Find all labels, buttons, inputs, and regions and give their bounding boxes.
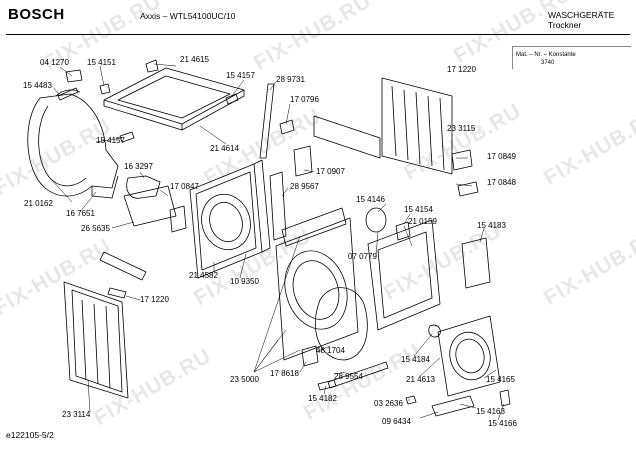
lamp-part	[395, 221, 411, 241]
part-number-label: 15 4146	[356, 195, 385, 204]
part-number-label: 15 4151	[87, 58, 116, 67]
cover-plate-part	[99, 251, 147, 281]
part-number-label: 17 0848	[487, 178, 516, 187]
thermostat-part	[169, 205, 187, 233]
part-number-label: 17 1220	[140, 295, 169, 304]
part-number-label: 21 4582	[189, 271, 218, 280]
back-wall-part	[189, 159, 271, 279]
top-panel-part	[103, 67, 245, 131]
part-number-label: 15 4182	[308, 394, 337, 403]
part-number-label: 21 4613	[406, 375, 435, 384]
part-number-label: 15 4166	[488, 419, 517, 428]
door-seal-part	[314, 287, 368, 361]
part-number-label: 15 4154	[404, 205, 433, 214]
part-number-label: 21 4614	[210, 144, 239, 153]
hinge-part	[145, 59, 159, 73]
strip-part	[107, 287, 127, 299]
hinge-block-part	[461, 237, 491, 289]
part-number-label: 48 1704	[316, 346, 345, 355]
part-number-label: 17 0849	[487, 152, 516, 161]
part-number-label: 17 8618	[270, 369, 299, 378]
sensor-part	[269, 171, 287, 241]
category-label: WASCHGERÄTE	[548, 10, 615, 20]
part-number-label: 09 6434	[382, 417, 411, 426]
material-number-code: 3740	[541, 60, 555, 66]
part-number-label: 26 5635	[81, 224, 110, 233]
brand-logo: BOSCH	[8, 6, 65, 23]
side-panel-left-part	[63, 281, 129, 399]
door-handle-part	[301, 345, 319, 367]
door-frame-part	[367, 219, 441, 331]
control-rail-part	[313, 115, 381, 159]
heater-rod-part	[259, 83, 275, 159]
part-number-label: 07 0779	[348, 252, 377, 261]
door-glass-part	[365, 207, 387, 233]
document-reference: e122105-5/2	[6, 430, 54, 440]
part-number-label: 17 0847	[170, 182, 199, 191]
part-number-label: 15 4483	[23, 81, 52, 90]
lock-part	[499, 389, 511, 407]
hinge-part	[119, 131, 135, 143]
subcategory-label: Trockner	[548, 20, 582, 30]
door-assembly-part	[437, 315, 501, 397]
part-number-label: 15 4157	[226, 71, 255, 80]
model-title: Axxis – WTL54100UC/10	[140, 11, 236, 21]
bracket-part	[279, 119, 295, 135]
rail-part	[317, 379, 337, 391]
part-number-label: 23 3115	[447, 124, 476, 133]
part-number-label: 28 9731	[276, 75, 305, 84]
fan-motor-part	[126, 175, 161, 199]
part-number-label: 03 2636	[374, 399, 403, 408]
part-number-label: 15 4163	[476, 407, 505, 416]
header-divider	[6, 34, 630, 35]
part-number-label: 15 4184	[401, 355, 430, 364]
part-number-label: 10 9350	[230, 277, 259, 286]
side-panel-right-part	[381, 77, 453, 175]
part-number-label: 23 3114	[62, 410, 91, 419]
lever-part	[57, 87, 79, 101]
part-number-label: 21 4615	[180, 55, 209, 64]
clip-part	[457, 181, 479, 197]
control-bracket-part	[293, 145, 313, 177]
part-number-label: 15 4165	[486, 375, 515, 384]
material-number-label: Mat. – Nr. – Konstante	[516, 52, 576, 58]
part-number-label: 16 3297	[124, 162, 153, 171]
part-number-label: 21 0162	[24, 199, 53, 208]
material-number-box	[512, 46, 631, 69]
part-number-label: 15 4183	[477, 221, 506, 230]
part-number-label: 28 9554	[334, 372, 363, 381]
part-number-label: 04 1270	[40, 58, 69, 67]
part-number-label: 17 0907	[316, 167, 345, 176]
pin-part	[405, 395, 417, 405]
clip-part	[65, 69, 83, 83]
door-strip-part	[431, 395, 475, 417]
hinge-part	[99, 83, 111, 95]
part-number-label: 23 5000	[230, 375, 259, 384]
part-number-label: 17 0796	[290, 95, 319, 104]
part-number-label: 28 9567	[290, 182, 319, 191]
part-number-label: 17 1220	[447, 65, 476, 74]
knob-part	[428, 324, 441, 338]
kick-strip-part	[327, 361, 389, 389]
motor-bracket-part	[123, 185, 177, 227]
bracket-part	[451, 149, 473, 171]
part-number-label: 21 0159	[408, 217, 437, 226]
part-number-label: 16 7651	[66, 209, 95, 218]
front-frame-part	[275, 207, 359, 361]
part-number-label: 15 4157	[96, 136, 125, 145]
